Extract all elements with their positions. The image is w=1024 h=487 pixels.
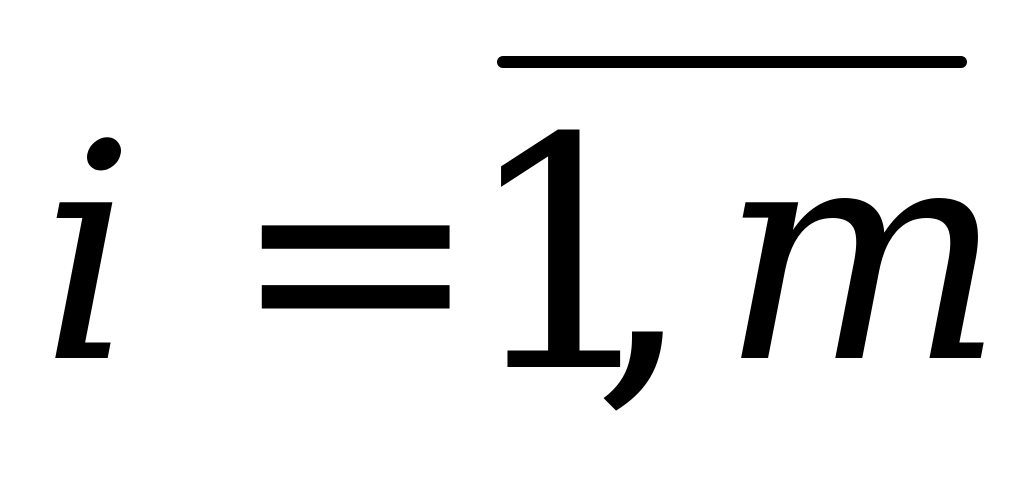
range-end: m [720, 80, 1005, 429]
range-start: 1 [462, 71, 666, 443]
range-overline [497, 56, 967, 68]
range-separator: , [592, 71, 694, 443]
index-variable: i [40, 80, 136, 429]
equals-sign: = [230, 83, 482, 432]
